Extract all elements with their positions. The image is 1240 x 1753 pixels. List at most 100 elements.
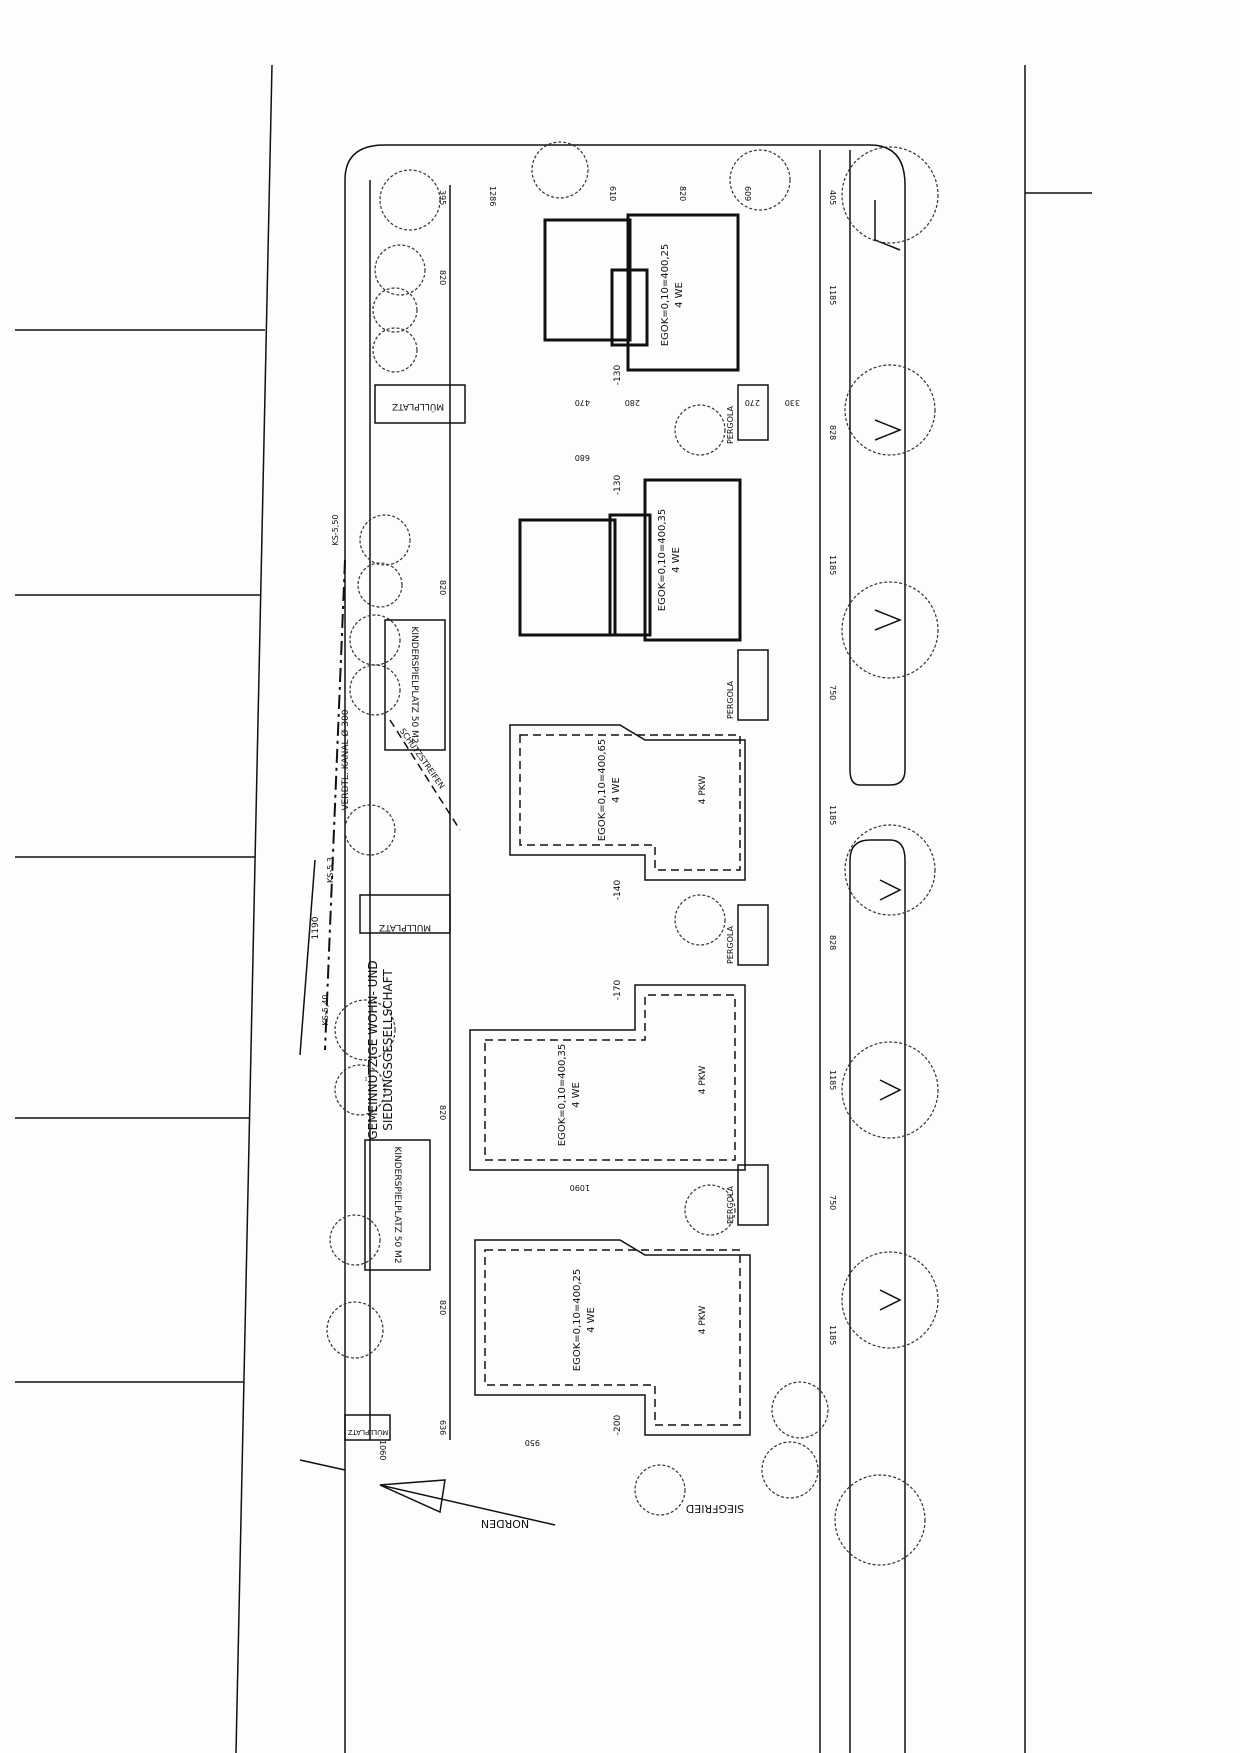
dimension-label: 1185 (828, 805, 837, 825)
dimension-label: 1185 (828, 1070, 837, 1090)
tree-icon (834, 1474, 926, 1566)
building-units: 4 WE (674, 282, 685, 308)
waste-areas: MÜLLPLATZ MÜLLPLATZ MÜLLPLATZ (344, 384, 466, 1441)
building-units: 4 WE (671, 547, 682, 573)
dimension-label: 750 (828, 1195, 837, 1210)
dimension-label: 1190 (311, 916, 321, 939)
tree-icon (334, 1064, 386, 1116)
dimension-label: 820 (438, 1300, 447, 1315)
survey-point-label: KS-5,40 (321, 994, 330, 1025)
utility-strip-label: SCHUTZSTREIFEN (398, 727, 446, 791)
building-4: EGOK=0,10=400,35 4 WE 4 PKW -170 (469, 980, 746, 1171)
dimension-label: 828 (828, 935, 837, 950)
waste-area-label: MÜLLPLATZ (379, 922, 431, 933)
dimension-label: 820 (678, 186, 687, 201)
dimension-label: 405 (828, 190, 837, 205)
tree-icon (334, 999, 396, 1061)
dimension-label: 828 (828, 425, 837, 440)
dimension-label: 280 (625, 398, 640, 407)
tree-icon (771, 1381, 829, 1439)
tree-icon (349, 664, 401, 716)
parking-label: 4 PKW (698, 1066, 708, 1095)
dimension-label: 820 (438, 580, 447, 595)
playgrounds: KINDERSPIELPLATZ 50 M2 KINDERSPIELPLATZ … (364, 619, 446, 1271)
tree-icon (729, 149, 791, 211)
tree-icon (761, 1441, 819, 1499)
waste-area-label: MÜLLPLATZ (348, 1428, 389, 1437)
building-label: EGOK=0,10=400,25 (572, 1269, 583, 1372)
pergola-label: PERGOLA (726, 680, 735, 719)
pergolas: PERGOLA PERGOLA PERGOLA PERGOLA (726, 384, 769, 1226)
parking-label: 4 PKW (698, 776, 708, 805)
building-units: 4 WE (586, 1307, 597, 1333)
sheet-frame (15, 64, 1092, 1753)
dimension-label: 470 (575, 398, 590, 407)
dimension-label: 1185 (828, 285, 837, 305)
dimension-labels: 395 820 1286 610 820 609 405 1185 828 11… (378, 186, 837, 1460)
tree-icon (326, 1301, 384, 1359)
owner-label: GEMEINNÜTZIGE WOHN- UND (364, 960, 380, 1139)
tree-icon (841, 146, 939, 244)
dimension-label: 750 (828, 685, 837, 700)
dimension-label: 330 (785, 398, 800, 407)
pergola-label: PERGOLA (726, 1185, 735, 1224)
tree-icon (684, 1184, 736, 1236)
tree-icon (531, 141, 589, 199)
dimension-label: 1286 (488, 186, 497, 206)
utility-strip-line (389, 719, 461, 831)
building-2: EGOK=0,10=400,35 4 WE -130 (518, 475, 742, 642)
dimension-label: 1185 (828, 1325, 837, 1345)
tree-icon (844, 824, 936, 916)
building-3: EGOK=0,10=400,65 4 WE 4 PKW -140 (509, 724, 746, 901)
level-label: -130 (613, 365, 623, 386)
building-label: EGOK=0,10=400,35 (657, 509, 668, 612)
level-label: -130 (613, 475, 623, 496)
trees (326, 141, 939, 1566)
building-1: EGOK=0,10=400,25 4 WE -130 (543, 213, 740, 386)
site-boundary (299, 144, 906, 1753)
building-label: EGOK=0,10=400,25 (660, 244, 671, 347)
building-5: EGOK=0,10=400,25 4 WE 4 PKW -200 (474, 1239, 751, 1436)
level-label: -170 (613, 980, 623, 1001)
tree-icon (329, 1214, 381, 1266)
tree-icon (379, 169, 441, 231)
sewer-label: VERDTL. KANAL Ø 300 (340, 709, 351, 810)
playground-label: KINDERSPIELPLATZ 50 M2 (409, 626, 419, 743)
level-label: -200 (613, 1415, 623, 1436)
dimension-label: 950 (525, 1438, 540, 1447)
level-label: -140 (613, 880, 623, 901)
street-label: SIEGFRIED (686, 1502, 744, 1515)
tree-icon (357, 562, 403, 608)
playground-label: KINDERSPIELPLATZ 50 M2 (392, 1146, 402, 1263)
dimension-label: 820 (438, 1105, 447, 1120)
dimension-label: 1060 (378, 1440, 387, 1460)
tree-icon (372, 327, 418, 373)
tree-icon (634, 1464, 686, 1516)
dimension-label: 820 (438, 270, 447, 285)
survey-point-label: KS-5,3 (326, 857, 335, 883)
north-label: NORDEN (481, 1517, 529, 1530)
survey-point-label: KS-5,50 (331, 514, 340, 545)
building-label: EGOK=0,10=400,65 (597, 739, 608, 842)
tree-icon (674, 404, 726, 456)
building-label: EGOK=0,10=400,35 (557, 1044, 568, 1147)
tree-icon (844, 364, 936, 456)
dimension-label: 1185 (828, 555, 837, 575)
building-units: 4 WE (571, 1082, 582, 1108)
dimension-label: 609 (743, 186, 752, 201)
pergola-label: PERGOLA (726, 405, 735, 444)
dimension-label: 270 (745, 398, 760, 407)
tree-icon (372, 287, 418, 333)
tree-icon (841, 581, 939, 679)
tree-icon (841, 1041, 939, 1139)
dimension-label: 395 (438, 190, 447, 205)
tree-icon (841, 1251, 939, 1349)
north-arrow-icon (379, 1479, 446, 1514)
parking-label: 4 PKW (698, 1306, 708, 1335)
north-arrow (379, 1479, 556, 1526)
waste-area-label: MÜLLPLATZ (392, 401, 444, 412)
tree-icon (344, 804, 396, 856)
tree-icon (374, 244, 426, 296)
building-units: 4 WE (611, 777, 622, 803)
